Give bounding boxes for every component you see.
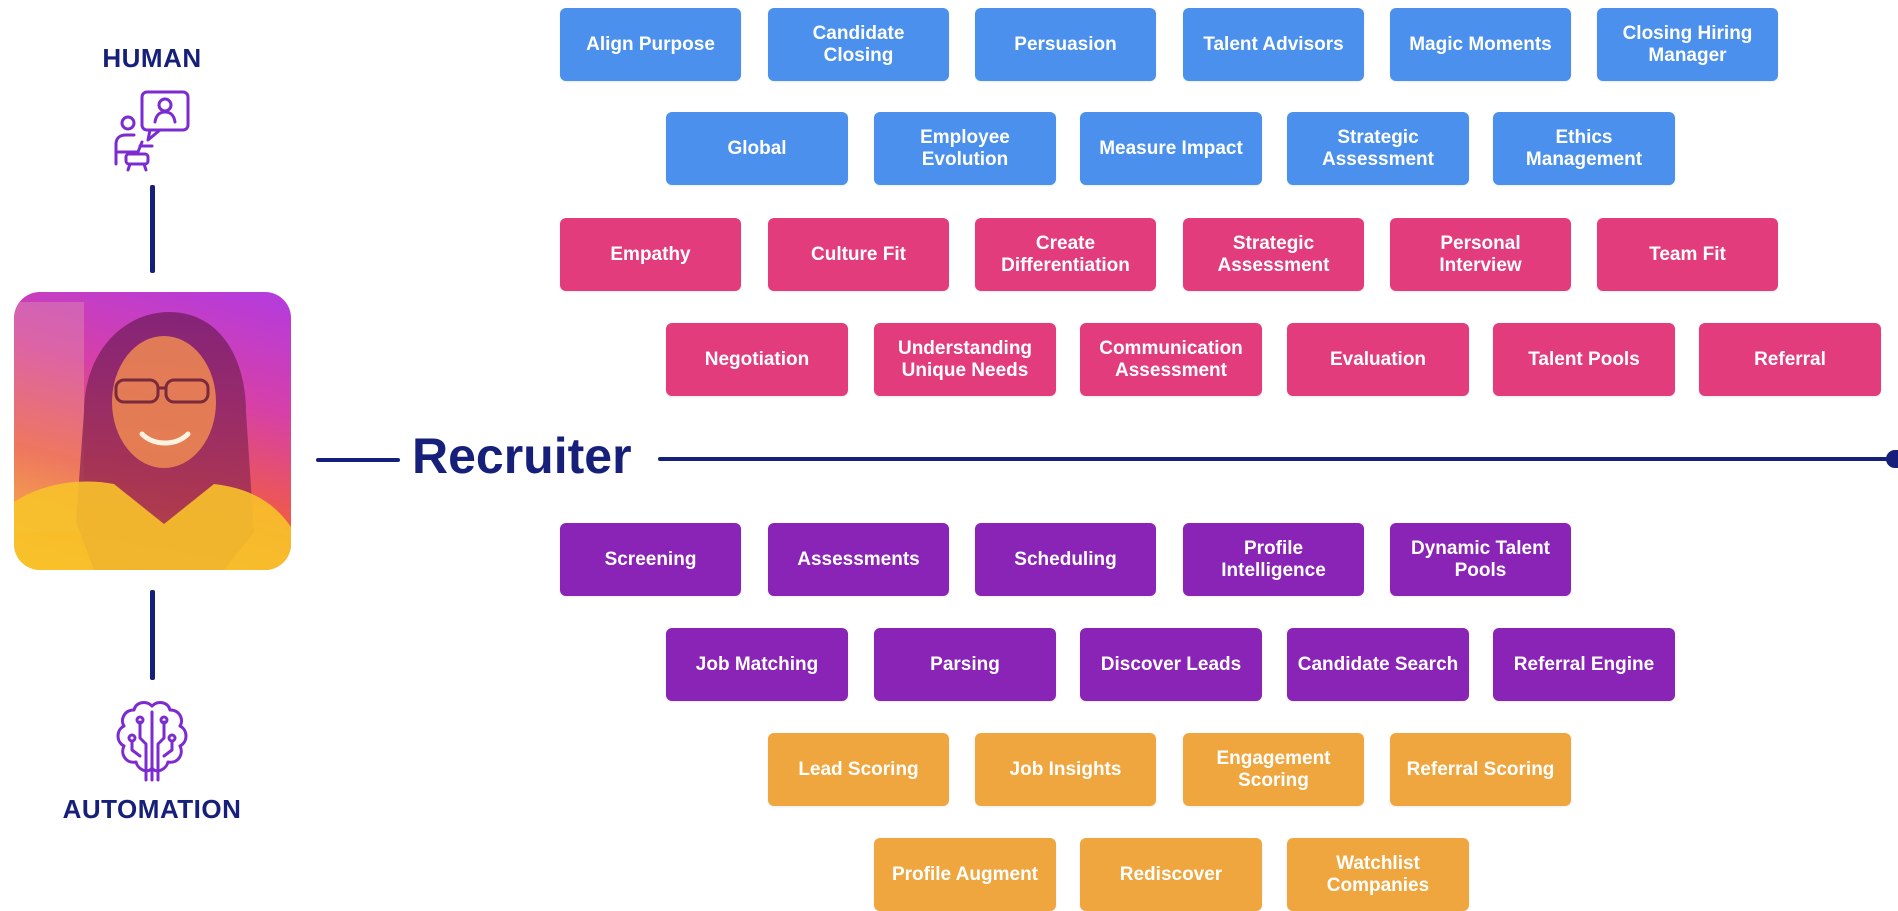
recruiter-title: Recruiter: [412, 428, 632, 484]
chip-magic-moments: Magic Moments: [1390, 8, 1571, 81]
chip-dynamic-talent-pools: Dynamic Talent Pools: [1390, 523, 1571, 596]
chip-candidate-search: Candidate Search: [1287, 628, 1469, 701]
automation-connector-line: [150, 590, 155, 680]
chip-ethics-management: Ethics Management: [1493, 112, 1675, 185]
chip-culture-fit: Culture Fit: [768, 218, 949, 291]
chip-persuasion: Persuasion: [975, 8, 1156, 81]
chip-rediscover: Rediscover: [1080, 838, 1262, 911]
chip-referral: Referral: [1699, 323, 1881, 396]
chip-profile-intelligence: Profile Intelligence: [1183, 523, 1364, 596]
chip-parsing: Parsing: [874, 628, 1056, 701]
chip-job-insights: Job Insights: [975, 733, 1156, 806]
chip-negotiation: Negotiation: [666, 323, 848, 396]
chip-evaluation: Evaluation: [1287, 323, 1469, 396]
chip-scheduling: Scheduling: [975, 523, 1156, 596]
chip-global: Global: [666, 112, 848, 185]
circuit-brain-icon: [116, 701, 188, 782]
person-chat-icon: [114, 90, 190, 172]
chip-profile-augment: Profile Augment: [874, 838, 1056, 911]
chip-referral-engine: Referral Engine: [1493, 628, 1675, 701]
chip-communication-assessment: Communication Assessment: [1080, 323, 1262, 396]
chip-strategic-assessment-pink: Strategic Assessment: [1183, 218, 1364, 291]
chip-closing-hiring-manager: Closing Hiring Manager: [1597, 8, 1778, 81]
chip-discover-leads: Discover Leads: [1080, 628, 1262, 701]
chip-strategic-assessment-blue: Strategic Assessment: [1287, 112, 1469, 185]
recruiter-photo: [14, 292, 291, 570]
chip-job-matching: Job Matching: [666, 628, 848, 701]
chip-team-fit: Team Fit: [1597, 218, 1778, 291]
chip-lead-scoring: Lead Scoring: [768, 733, 949, 806]
right-connector-line: [658, 457, 1888, 461]
chip-talent-pools: Talent Pools: [1493, 323, 1675, 396]
chip-personal-interview: Personal Interview: [1390, 218, 1571, 291]
chip-empathy: Empathy: [560, 218, 741, 291]
chip-understanding-unique-needs: Understanding Unique Needs: [874, 323, 1056, 396]
human-connector-line: [150, 185, 155, 273]
chip-align-purpose: Align Purpose: [560, 8, 741, 81]
chip-assessments: Assessments: [768, 523, 949, 596]
chip-employee-evolution: Employee Evolution: [874, 112, 1056, 185]
chip-watchlist-companies: Watchlist Companies: [1287, 838, 1469, 911]
automation-label: AUTOMATION: [62, 794, 242, 824]
chip-create-differentiation: Create Differentiation: [975, 218, 1156, 291]
chip-engagement-scoring: Engagement Scoring: [1183, 733, 1364, 806]
line-end-dot: [1886, 450, 1898, 468]
chip-screening: Screening: [560, 523, 741, 596]
recruiter-portrait: [14, 302, 291, 570]
chip-candidate-closing: Candidate Closing: [768, 8, 949, 81]
chip-referral-scoring: Referral Scoring: [1390, 733, 1571, 806]
chip-measure-impact: Measure Impact: [1080, 112, 1262, 185]
human-label: HUMAN: [102, 43, 202, 73]
left-connector-line: [316, 458, 400, 462]
chip-talent-advisors: Talent Advisors: [1183, 8, 1364, 81]
